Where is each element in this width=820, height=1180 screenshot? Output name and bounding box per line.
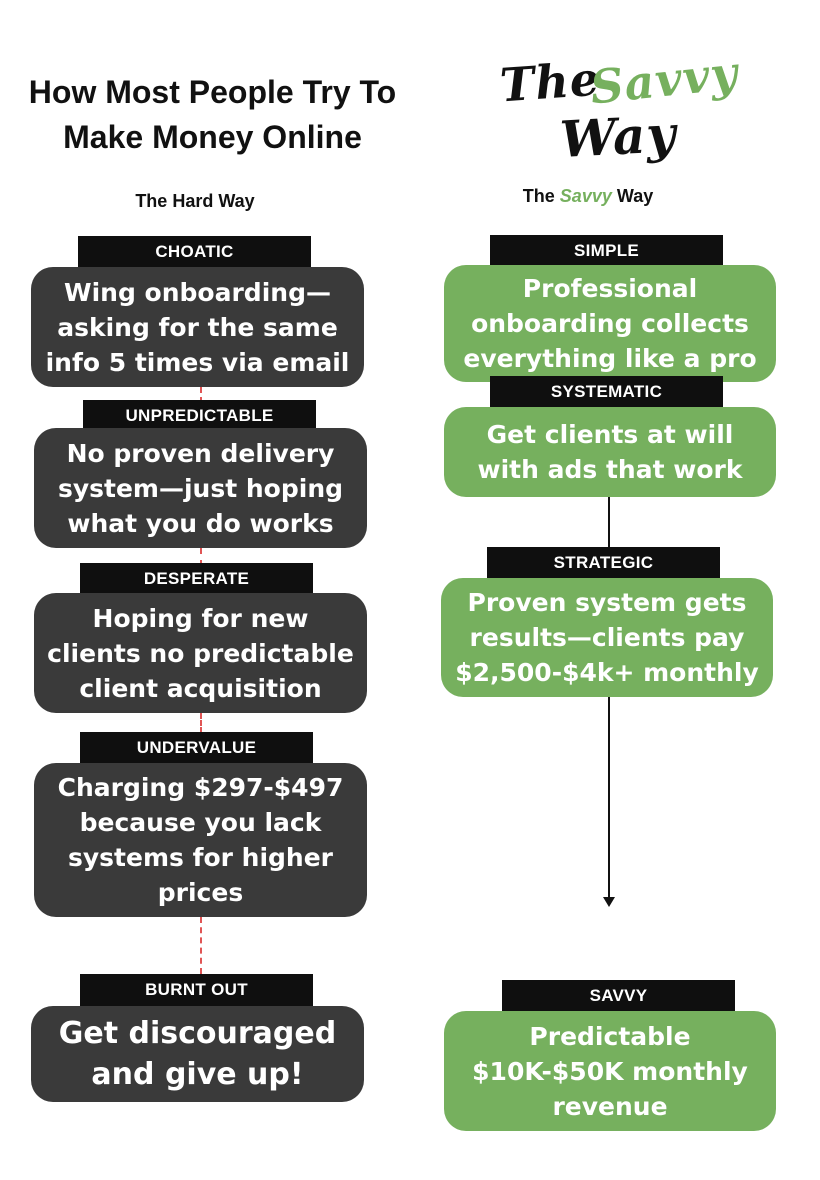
left-step-5-tag: BURNT OUT xyxy=(80,974,313,1006)
main-heading: How Most People Try To Make Money Online xyxy=(0,70,425,160)
left-connector-1 xyxy=(200,387,202,403)
left-connector-4 xyxy=(200,917,202,974)
left-connector-3 xyxy=(200,713,202,733)
savvy-subtitle-pre: The xyxy=(522,186,555,206)
left-step-4-box: Charging $297-$497 because you lack syst… xyxy=(34,763,367,917)
savvy-subtitle-accent: Savvy xyxy=(559,186,612,206)
savvy-way-logo: The Savvy Way xyxy=(495,45,745,175)
savvy-subtitle-post: Way xyxy=(616,186,654,206)
down-arrow-icon xyxy=(603,897,615,907)
right-step-2-box: Get clients at will with ads that work xyxy=(444,407,776,497)
left-step-5-box: Get discouraged and give up! xyxy=(31,1006,364,1102)
hard-way-subtitle: The Hard Way xyxy=(135,191,255,211)
right-step-4-box: Predictable $10K-$50K monthly revenue xyxy=(444,1011,776,1131)
right-step-1-box: Professional onboarding collects everyth… xyxy=(444,265,776,382)
logo-word-way: Way xyxy=(558,103,678,170)
main-heading-line-2: Make Money Online xyxy=(63,119,362,155)
right-step-3-box: Proven system gets results—clients pay $… xyxy=(441,578,773,697)
left-step-1-box: Wing onboarding—asking for the same info… xyxy=(31,267,364,387)
left-step-3-box: Hoping for new clients no predictable cl… xyxy=(34,593,367,713)
right-step-4-tag: SAVVY xyxy=(502,980,735,1012)
right-step-3-tag: STRATEGIC xyxy=(487,547,720,579)
left-step-1-tag: CHOATIC xyxy=(78,236,311,268)
left-step-2-tag: UNPREDICTABLE xyxy=(83,400,316,432)
left-step-3-tag: DESPERATE xyxy=(80,563,313,595)
left-connector-2 xyxy=(200,548,202,566)
logo-word-the: The xyxy=(498,51,602,113)
savvy-way-subtitle: The Savvy Way xyxy=(488,186,688,207)
right-connector-2 xyxy=(608,697,610,897)
main-heading-line-1: How Most People Try To xyxy=(28,74,397,110)
left-step-4-tag: UNDERVALUE xyxy=(80,732,313,764)
right-connector-1 xyxy=(608,497,610,549)
right-step-1-tag: SIMPLE xyxy=(490,235,723,267)
left-step-2-box: No proven delivery system—just hoping wh… xyxy=(34,428,367,548)
right-step-2-tag: SYSTEMATIC xyxy=(490,376,723,408)
